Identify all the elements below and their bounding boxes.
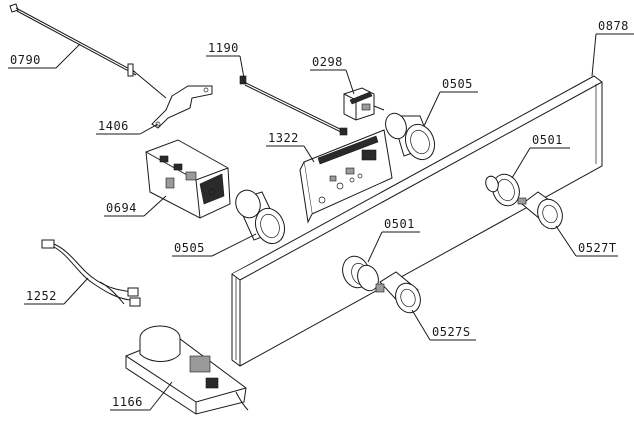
- label-1252: 1252: [26, 289, 57, 303]
- label-0790: 0790: [10, 53, 41, 67]
- part-0527S-knob: [375, 271, 421, 314]
- label-1406: 1406: [98, 119, 129, 133]
- part-0505-bezel-left: [235, 189, 286, 245]
- part-0501-ring-left: [342, 255, 379, 292]
- part-1190-wire: [239, 75, 348, 136]
- part-1252-harness: [41, 239, 141, 307]
- label-1166: 1166: [112, 395, 143, 409]
- part-0790-rod: [9, 3, 167, 99]
- part-0505-bezel-top: [385, 112, 436, 161]
- part-1166-timer-module: [125, 325, 249, 415]
- label-0878: 0878: [598, 19, 629, 33]
- label-0527S: 0527S: [432, 325, 471, 339]
- label-0505-top: 0505: [442, 77, 473, 91]
- part-0527T-knob: [517, 191, 563, 230]
- label-1190: 1190: [208, 41, 239, 55]
- label-1322: 1322: [268, 131, 299, 145]
- part-1406-bracket: [151, 85, 213, 129]
- part-0694-control-block: [145, 139, 231, 219]
- label-0501-right: 0501: [532, 133, 563, 147]
- part-0298-switch: [343, 87, 385, 121]
- part-0878-front-panel: [231, 75, 603, 367]
- leader-lines: [8, 33, 634, 411]
- label-0694: 0694: [106, 201, 137, 215]
- label-0298: 0298: [312, 55, 343, 69]
- part-1322-pcb: [299, 129, 393, 224]
- label-0501-left: 0501: [384, 217, 415, 231]
- part-0501-ring-right: [485, 173, 520, 207]
- label-0527T: 0527T: [578, 241, 617, 255]
- label-0505-left: 0505: [174, 241, 205, 255]
